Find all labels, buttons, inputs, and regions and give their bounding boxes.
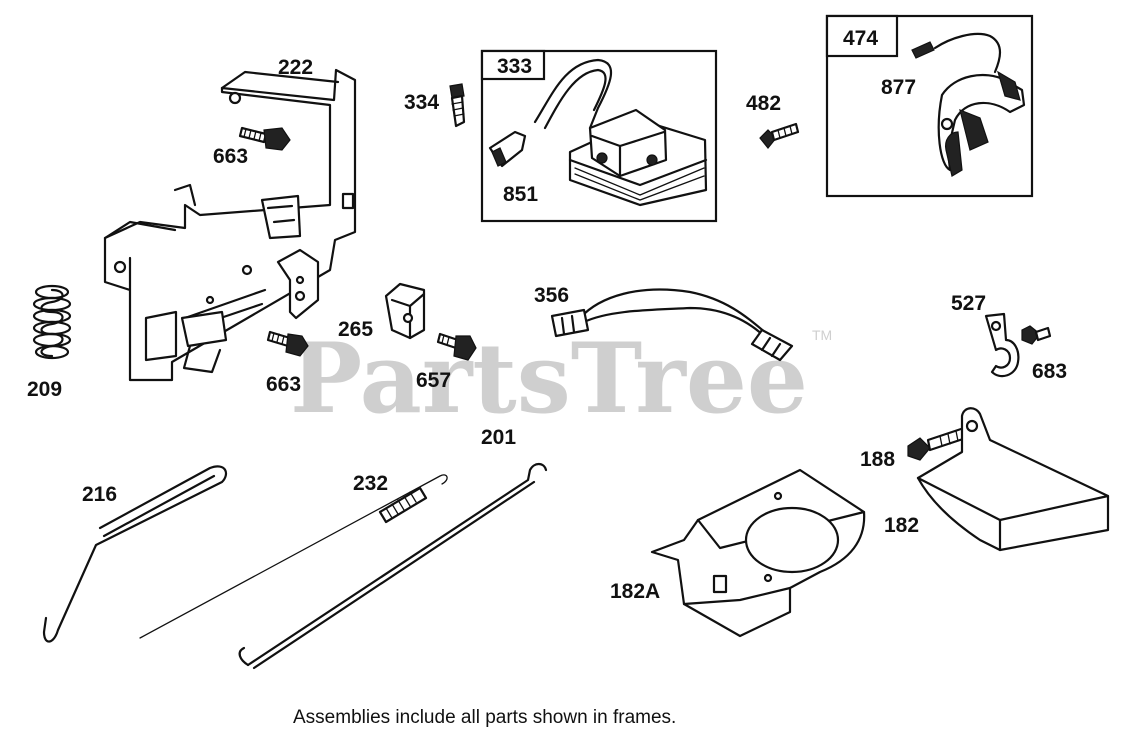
callout-209: 209 <box>27 378 62 401</box>
watermark: PartsTree <box>290 322 808 435</box>
part-657-bolt[interactable] <box>436 332 477 361</box>
callout-201: 201 <box>481 426 516 449</box>
part-182-deflector[interactable] <box>916 407 1110 552</box>
callout-356: 356 <box>534 284 569 307</box>
part-334-screw[interactable] <box>449 83 466 128</box>
watermark-trademark: TM <box>812 327 832 343</box>
frame-474-number: 474 <box>843 27 878 50</box>
part-265-clip[interactable] <box>384 282 426 340</box>
part-182a-plate[interactable] <box>650 468 866 638</box>
part-216-link-rod[interactable] <box>42 465 228 643</box>
callout-222: 222 <box>278 56 313 79</box>
part-201-throttle-rod[interactable] <box>238 462 548 670</box>
callout-334: 334 <box>404 91 439 114</box>
callout-663-b: 663 <box>266 373 301 396</box>
callout-683: 683 <box>1032 360 1067 383</box>
part-851-ignition-coil[interactable] <box>488 58 708 207</box>
callout-657: 657 <box>416 369 451 392</box>
callout-182: 182 <box>884 514 919 537</box>
part-663-bolt-b[interactable] <box>266 330 309 357</box>
frame-333-number: 333 <box>497 55 532 78</box>
callout-877: 877 <box>881 76 916 99</box>
callout-232: 232 <box>353 472 388 495</box>
callout-188: 188 <box>860 448 895 471</box>
part-683-bolt[interactable] <box>1021 325 1052 345</box>
part-232-spring-link[interactable] <box>139 474 448 639</box>
part-663-bolt-a[interactable] <box>238 126 291 151</box>
part-356-wire-harness[interactable] <box>550 288 794 362</box>
caption: Assemblies include all parts shown in fr… <box>293 707 676 728</box>
callout-182a: 182A <box>610 580 660 603</box>
callout-216: 216 <box>82 483 117 506</box>
part-482-screw[interactable] <box>759 122 800 149</box>
callout-851: 851 <box>503 183 538 206</box>
callout-265: 265 <box>338 318 373 341</box>
callout-663-a: 663 <box>213 145 248 168</box>
callout-527: 527 <box>951 292 986 315</box>
part-877-armature[interactable] <box>911 32 1026 177</box>
part-527-clamp[interactable] <box>984 312 1020 378</box>
callout-482: 482 <box>746 92 781 115</box>
part-222-control-bracket[interactable] <box>103 68 357 382</box>
part-209-spring[interactable] <box>32 284 72 360</box>
